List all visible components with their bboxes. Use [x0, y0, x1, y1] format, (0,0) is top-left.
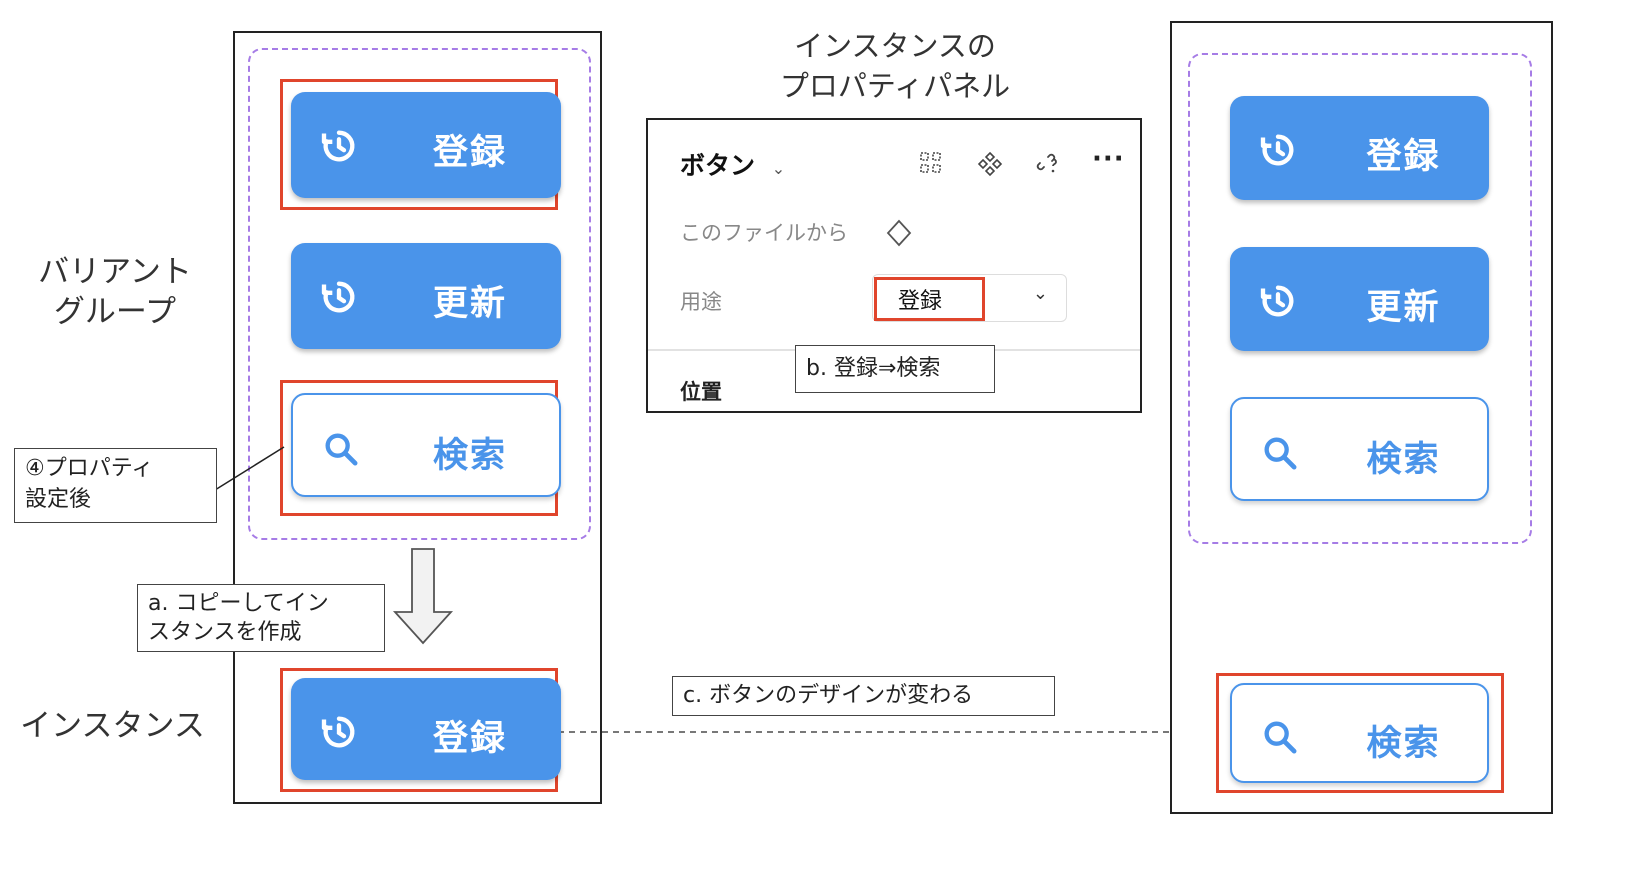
property-value-select[interactable]: ⌄ — [872, 274, 1067, 322]
detach-link-icon[interactable] — [1034, 150, 1062, 178]
update-button-left[interactable]: 更新 — [291, 243, 561, 349]
history-icon — [321, 281, 355, 313]
highlight-box-instance-right — [1216, 673, 1504, 793]
component-name-text: ボタン — [680, 151, 756, 180]
diamond-icon — [886, 219, 912, 247]
note-property-set: ④プロパティ 設定後 — [14, 448, 217, 523]
source-label: このファイルから — [680, 221, 848, 245]
component-name[interactable]: ボタン ⌄ — [680, 146, 785, 182]
variant-group-right — [1188, 53, 1532, 544]
property-value-highlight — [874, 277, 985, 321]
button-label: 検索 — [1366, 440, 1441, 480]
search-button-left[interactable]: 検索 — [291, 393, 561, 497]
search-button-right[interactable]: 検索 — [1230, 397, 1489, 501]
panel-caption: インスタンスの プロパティパネル — [779, 29, 1011, 103]
register-button-left[interactable]: 登録 — [291, 92, 561, 198]
history-icon — [1260, 134, 1294, 166]
note-design-changes: c. ボタンのデザインが変わる — [672, 676, 1055, 716]
button-label: 登録 — [432, 133, 507, 173]
search-icon — [325, 433, 358, 466]
more-options-icon[interactable]: ··· — [1092, 144, 1125, 174]
search-icon — [1264, 437, 1297, 470]
history-icon — [1260, 285, 1294, 317]
component-icon[interactable] — [976, 150, 1004, 178]
section-label: 位置 — [680, 380, 722, 404]
button-label: 更新 — [1366, 288, 1441, 328]
search-icon — [1264, 721, 1297, 754]
variant-group-left — [248, 48, 591, 540]
button-label: 登録 — [432, 719, 507, 759]
note-change-value: b. 登録⇒検索 — [795, 345, 995, 393]
instance-register-button[interactable]: 登録 — [291, 678, 561, 780]
button-label: 検索 — [432, 436, 507, 476]
grid-icon[interactable] — [918, 150, 944, 176]
button-label: 登録 — [1366, 137, 1441, 177]
history-icon — [321, 716, 355, 748]
note-copy-instance: a. コピーしてイン スタンスを作成 — [137, 584, 385, 652]
property-value: 登録 — [898, 289, 943, 314]
chevron-down-icon: ⌄ — [771, 159, 786, 178]
connector-line-property — [214, 446, 285, 491]
instance-search-button[interactable]: 検索 — [1230, 683, 1489, 783]
down-arrow — [392, 548, 454, 645]
register-button-right[interactable]: 登録 — [1230, 96, 1489, 200]
update-button-right[interactable]: 更新 — [1230, 247, 1489, 351]
instance-label: インスタンス — [20, 708, 205, 744]
select-chevron-icon: ⌄ — [1032, 283, 1048, 304]
button-label: 更新 — [432, 284, 507, 324]
property-name: 用途 — [680, 290, 722, 314]
button-label: 検索 — [1366, 724, 1441, 764]
variant-group-label: バリアント グループ — [38, 254, 192, 330]
history-icon — [321, 130, 355, 162]
